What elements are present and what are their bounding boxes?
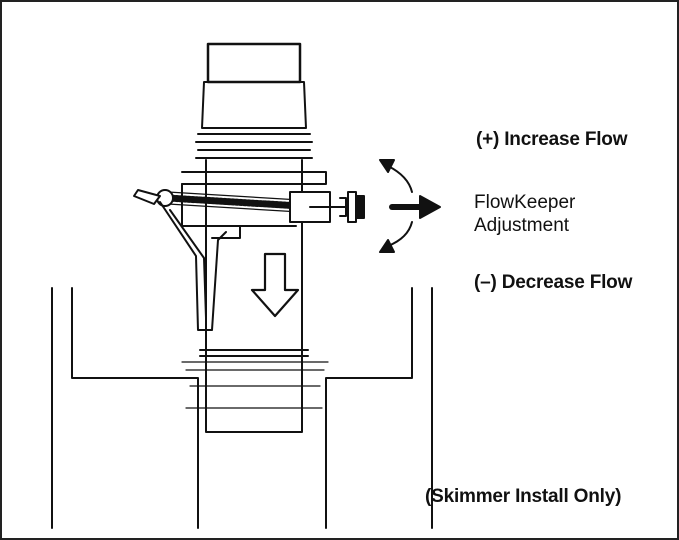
- skimmer-install-note: (Skimmer Install Only): [425, 486, 622, 507]
- adjustment-label-line2: Adjustment: [474, 215, 570, 236]
- increase-flow-label: (+) Increase Flow: [476, 129, 628, 150]
- direction-right-arrow-icon: [389, 195, 441, 219]
- decrease-flow-label: (–) Decrease Flow: [474, 272, 633, 293]
- adjustment-label-line1: FlowKeeper: [474, 192, 576, 213]
- pipe-body: [181, 42, 329, 433]
- skimmer-housing-right: [325, 287, 433, 529]
- rotate-down-arrow-icon: [379, 221, 413, 253]
- flow-down-arrow-icon: [250, 252, 300, 318]
- flowkeeper-adjustment-label: FlowKeeper Adjustment: [474, 191, 575, 237]
- skimmer-housing-left: [51, 287, 199, 529]
- rotate-up-arrow-icon: [379, 159, 413, 193]
- spring-mechanism: [133, 189, 311, 331]
- adjustment-knob: [289, 191, 365, 223]
